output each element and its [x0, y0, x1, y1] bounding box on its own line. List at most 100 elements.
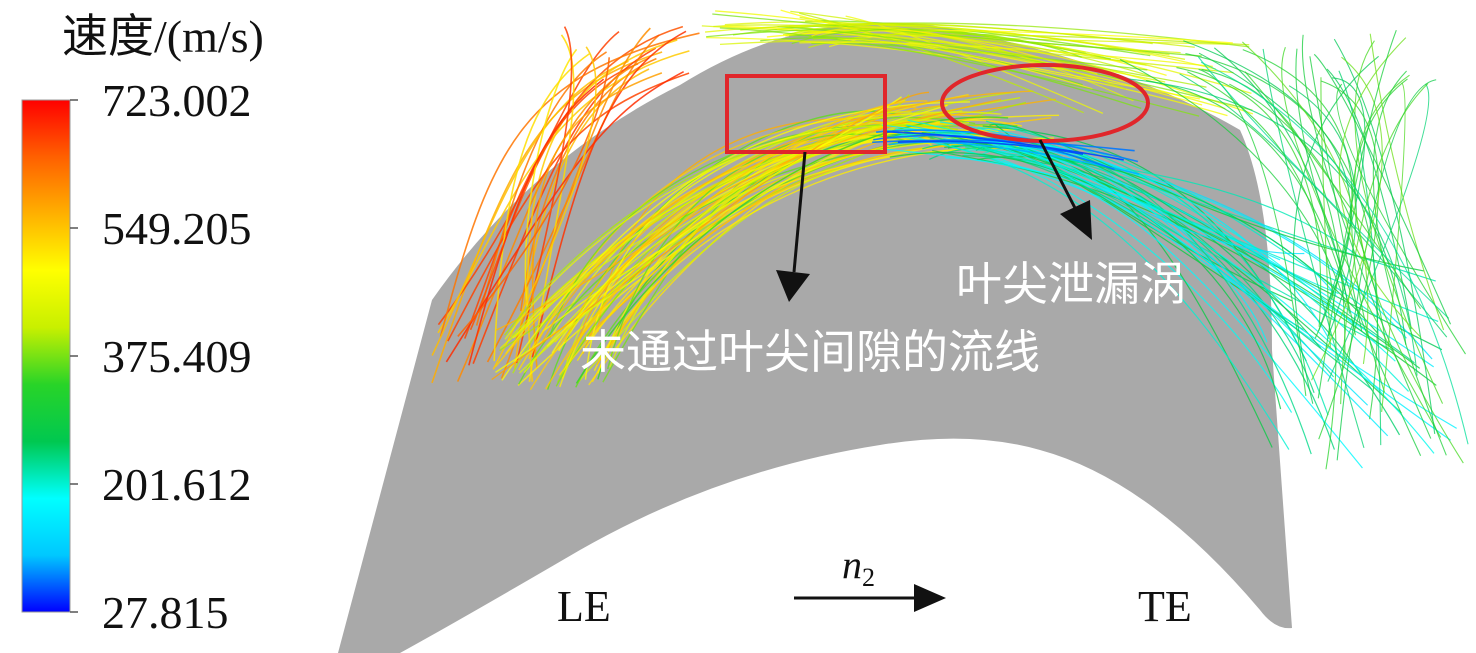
streamline: [504, 111, 1002, 340]
trailing-edge-label: TE: [1138, 582, 1192, 631]
streamlines: [431, 9, 1469, 470]
streamline: [977, 126, 1389, 437]
streamline: [1229, 83, 1388, 350]
streamline: [447, 72, 690, 342]
streamline: [1241, 41, 1369, 364]
streamline: [526, 39, 678, 382]
streamline: [799, 12, 1084, 114]
streamline: [486, 34, 660, 363]
streamline: [524, 48, 578, 322]
streamline: [1197, 56, 1450, 319]
streamline: [1187, 71, 1337, 470]
streamline: [579, 98, 1002, 336]
streamline: [1311, 56, 1383, 381]
direction-symbol: n2: [842, 542, 875, 592]
streamline: [1295, 48, 1422, 456]
streamline: [1327, 83, 1430, 382]
streamline: [1293, 55, 1379, 404]
legend-tick-label: 549.205: [102, 203, 252, 254]
streamline: [1336, 83, 1466, 355]
streamline: [1320, 77, 1331, 347]
streamline: [551, 104, 948, 354]
streamline: [472, 47, 657, 364]
streamline: [493, 53, 590, 362]
streamline: [1372, 70, 1447, 456]
streamline: [1333, 38, 1436, 435]
streamline: [1318, 80, 1379, 440]
streamline: [1301, 34, 1432, 439]
streamline: [1317, 29, 1397, 399]
streamline: [812, 37, 1207, 88]
streamline: [1338, 37, 1422, 338]
streamline: [791, 29, 1112, 60]
vortex-highlight-ellipse: [940, 63, 1150, 143]
legend-tick-label: 27.815: [102, 587, 229, 638]
streamline: [593, 146, 1022, 371]
streamline: [995, 137, 1305, 255]
streamline: [989, 123, 1425, 272]
streamline: [523, 138, 1006, 374]
streamline: [740, 23, 1186, 60]
streamline: [1369, 33, 1445, 331]
streamline: [518, 119, 945, 374]
streamline: [903, 130, 1373, 390]
streamline: [788, 35, 1142, 110]
streamline: [719, 40, 1101, 81]
legend-tick-label: 201.612: [102, 459, 252, 510]
streamline: [766, 29, 1233, 44]
streamline: [475, 51, 607, 326]
direction-indicator: n2: [794, 542, 946, 612]
streamline: [945, 157, 1363, 469]
streamline: [1309, 56, 1363, 332]
streamline: [889, 152, 1282, 410]
streamline: [579, 104, 948, 346]
streamline: [501, 101, 970, 381]
streamline: [492, 46, 597, 370]
streamline: [1176, 67, 1322, 327]
streamline: [1326, 68, 1412, 330]
streamline: [1185, 53, 1379, 420]
streamline: [457, 57, 610, 337]
streamlines-not-through-gap-label: 未通过叶尖间隙的流线: [580, 325, 1040, 379]
legend-ticks: 723.002 549.205 375.409 201.612 27.815: [70, 75, 252, 638]
velocity-legend: 速度/(m/s) 723.002549.205375.409201.61227.…: [21, 11, 264, 638]
streamline: [1198, 52, 1407, 345]
pointer-arrow-gap: [776, 151, 810, 302]
streamline: [431, 51, 663, 384]
streamline: [951, 131, 1451, 441]
streamline: [596, 105, 917, 366]
streamline: [894, 135, 1290, 450]
streamline: [439, 32, 700, 337]
legend-tick-label: 723.002: [102, 75, 252, 126]
direction-arrow-head: [914, 584, 946, 612]
streamline: [1313, 53, 1452, 325]
streamline: [468, 78, 605, 366]
streamline: [463, 63, 639, 339]
tip-leakage-vortex-label: 叶尖泄漏涡: [956, 257, 1186, 311]
streamline: [1381, 82, 1406, 412]
streamline: [719, 27, 1200, 117]
streamline: [1123, 77, 1418, 376]
streamline: [706, 37, 1228, 117]
streamline: [1119, 59, 1347, 308]
streamline: [500, 27, 651, 379]
legend-tick-label: 375.409: [102, 331, 252, 382]
gap-highlight-box: [725, 74, 887, 154]
leading-edge-label: LE: [557, 582, 611, 631]
streamline: [1200, 61, 1469, 445]
streamline: [1354, 40, 1444, 404]
streamline: [609, 123, 956, 368]
streamline: [885, 131, 1124, 161]
streamline: [565, 117, 1052, 361]
colorbar: [21, 99, 71, 613]
pointer-arrow-vortex: [1038, 139, 1092, 240]
streamline: [531, 72, 663, 369]
streamline: [837, 38, 1093, 90]
streamline: [712, 13, 1202, 57]
streamline: [1262, 48, 1365, 449]
streamline: [1354, 74, 1464, 464]
streamline: [456, 57, 650, 382]
streamline: [873, 134, 1115, 171]
streamline: [897, 140, 1084, 156]
